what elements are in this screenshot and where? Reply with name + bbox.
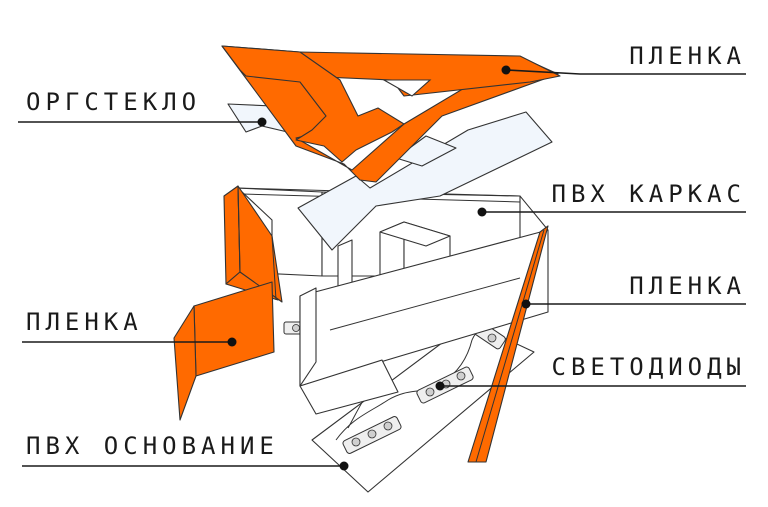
leds-marker [435,381,445,391]
pvc-base-plate [311,321,535,493]
acrylic-marker [257,117,267,127]
led-module-lower [342,416,402,454]
label-film-left: ПЛЕНКА [26,308,143,336]
label-film-top: ПЛЕНКА [629,42,746,70]
pvc-base-marker [339,461,349,471]
label-leds: СВЕТОДИОДЫ [552,353,747,381]
film-top-marker [501,65,511,75]
film-top-letter [221,45,561,183]
pvc-frame-top-sheet [297,111,553,251]
pvc-frame-marker [477,207,487,217]
labels: ПЛЕНКА ОРГСТЕКЛО ПВХ КАРКАС ПЛЕНКА ПЛЕНК… [26,42,747,460]
label-acrylic: ОРГСТЕКЛО [26,88,201,116]
film-right-marker [521,299,531,309]
label-film-right: ПЛЕНКА [629,272,746,300]
callouts [18,65,746,471]
pvc-base-layer [283,316,535,493]
label-pvc-base: ПВХ ОСНОВАНИЕ [26,432,279,460]
film-left-marker [227,337,237,347]
label-pvc-frame: ПВХ КАРКАС [552,180,747,208]
film-left-strip [173,185,283,421]
